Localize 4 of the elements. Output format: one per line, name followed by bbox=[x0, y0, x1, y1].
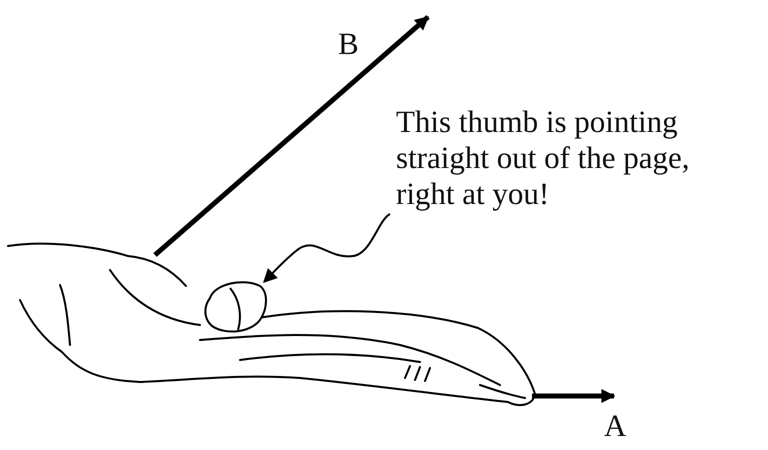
callout-text: This thumb is pointing straight out of the page, right at you! bbox=[396, 104, 741, 212]
leader-arrow bbox=[263, 213, 391, 283]
vector-label: A bbox=[604, 408, 626, 444]
vector-label: B bbox=[338, 26, 359, 62]
